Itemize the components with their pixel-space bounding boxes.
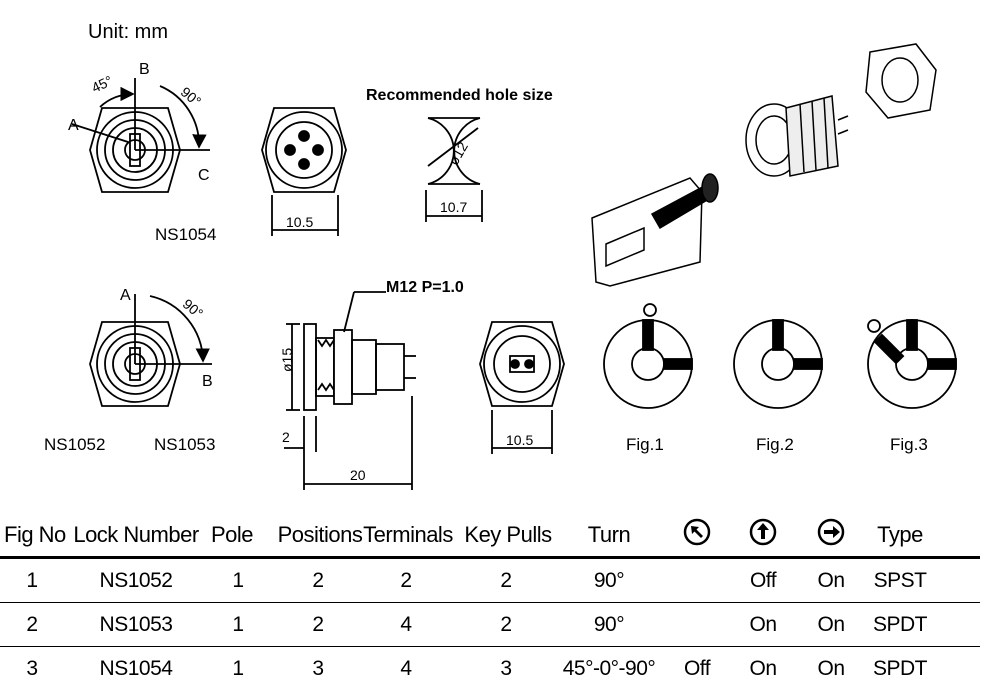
angle-90-top-label: 90° bbox=[178, 84, 205, 110]
unit-label: Unit: mm bbox=[88, 21, 168, 43]
cell-positions: 3 bbox=[312, 656, 324, 680]
cell-lock-number: NS1054 bbox=[99, 656, 173, 680]
model-ns1052: NS1052 bbox=[44, 435, 105, 454]
cell-pole: 1 bbox=[232, 568, 244, 592]
arrow-right-circle-icon bbox=[817, 518, 845, 552]
key-lock-3d-drawing bbox=[591, 43, 937, 287]
table-row: 2 NS1053 1 2 4 2 90° On On SPDT bbox=[0, 603, 980, 647]
fig2-diagram bbox=[733, 319, 823, 409]
width-top-label: 10.5 bbox=[286, 214, 313, 230]
header-terminals: Terminals bbox=[363, 522, 453, 547]
cell-lock-number: NS1053 bbox=[99, 612, 173, 636]
hole-title: Recommended hole size bbox=[366, 87, 553, 104]
header-positions: Positions bbox=[277, 522, 363, 547]
spec-table: Fig No Lock Number Pole Positions Termin… bbox=[0, 514, 980, 690]
angle-45-label: 45° bbox=[89, 72, 115, 95]
ns1054-front-view bbox=[71, 78, 210, 193]
cell-type: SPST bbox=[873, 568, 927, 592]
length-label: 20 bbox=[350, 467, 366, 483]
fig1-label: Fig.1 bbox=[626, 435, 664, 454]
hole-dia-label: ø12 bbox=[445, 139, 471, 168]
header-type: Type bbox=[877, 522, 923, 547]
cell-positions: 2 bbox=[312, 612, 324, 636]
fig3-diagram bbox=[867, 319, 957, 409]
rear-view-top bbox=[261, 107, 347, 236]
cell-turn: 45°-0°-90° bbox=[562, 656, 656, 680]
cell-fig-no: 3 bbox=[26, 656, 38, 680]
cell-pos-up: Off bbox=[749, 568, 777, 592]
fig3-label: Fig.3 bbox=[890, 435, 928, 454]
cell-turn: 90° bbox=[593, 568, 625, 592]
fig2-label: Fig.2 bbox=[756, 435, 794, 454]
cell-key-pulls: 2 bbox=[500, 612, 512, 636]
header-lock-number: Lock Number bbox=[73, 522, 199, 547]
letter-c-top: C bbox=[198, 167, 210, 184]
body-dia-label: ø15 bbox=[279, 348, 295, 372]
cell-pos-left: Off bbox=[683, 656, 711, 680]
table-row: 3 NS1054 1 3 4 3 45°-0°-90° Off On On SP… bbox=[0, 647, 980, 690]
cell-terminals: 4 bbox=[400, 656, 412, 680]
cell-terminals: 2 bbox=[400, 568, 412, 592]
cell-fig-no: 2 bbox=[26, 612, 38, 636]
ns1052-front-view bbox=[89, 294, 212, 407]
cell-pos-up: On bbox=[749, 656, 777, 680]
letter-b-top: B bbox=[139, 61, 150, 78]
model-ns1053: NS1053 bbox=[154, 435, 215, 454]
header-fig-no: Fig No bbox=[4, 522, 66, 547]
model-ns1054: NS1054 bbox=[155, 225, 216, 244]
cell-positions: 2 bbox=[312, 568, 324, 592]
fig1-diagram bbox=[603, 303, 693, 409]
header-turn: Turn bbox=[587, 522, 631, 547]
header-pole: Pole bbox=[210, 522, 254, 547]
width-bottom-label: 10.5 bbox=[506, 432, 533, 448]
cell-pos-right: On bbox=[817, 568, 845, 592]
cell-turn: 90° bbox=[593, 612, 625, 636]
cell-pos-up: On bbox=[749, 612, 777, 636]
cell-lock-number: NS1052 bbox=[99, 568, 173, 592]
cell-pos-right: On bbox=[817, 612, 845, 636]
cell-type: SPDT bbox=[872, 656, 928, 680]
rear-view-bottom bbox=[479, 321, 565, 454]
arrow-up-left-circle-icon bbox=[683, 518, 711, 552]
table-row: 1 NS1052 1 2 2 2 90° Off On SPST bbox=[0, 559, 980, 603]
cell-key-pulls: 2 bbox=[500, 568, 512, 592]
cell-type: SPDT bbox=[872, 612, 928, 636]
cell-terminals: 4 bbox=[400, 612, 412, 636]
letter-a-top: A bbox=[68, 117, 79, 134]
cell-key-pulls: 3 bbox=[500, 656, 512, 680]
cell-pole: 1 bbox=[232, 656, 244, 680]
hole-view bbox=[425, 117, 483, 222]
angle-90-bottom-label: 90° bbox=[180, 296, 207, 322]
header-key-pulls: Key Pulls bbox=[464, 522, 552, 547]
cell-fig-no: 1 bbox=[26, 568, 38, 592]
cell-pos-right: On bbox=[817, 656, 845, 680]
cell-pole: 1 bbox=[232, 612, 244, 636]
flange-label: 2 bbox=[282, 429, 290, 445]
letter-a-bottom: A bbox=[120, 287, 131, 304]
thread-label: M12 P=1.0 bbox=[386, 279, 464, 296]
arrow-up-circle-icon bbox=[749, 518, 777, 552]
hole-width-label: 10.7 bbox=[440, 199, 467, 215]
table-header-row: Fig No Lock Number Pole Positions Termin… bbox=[0, 514, 980, 559]
side-view bbox=[284, 291, 416, 490]
letter-b-bottom: B bbox=[202, 373, 213, 390]
